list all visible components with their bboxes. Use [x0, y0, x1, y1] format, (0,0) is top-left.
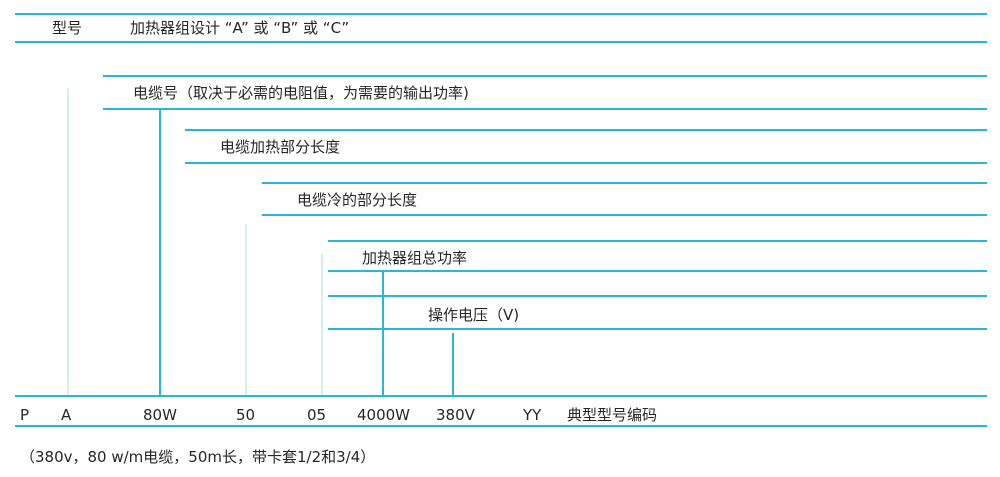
field-voltage-top-line: [328, 295, 987, 297]
connector-voltage: [452, 333, 454, 396]
example-note: （380v，80 w/m电缆，50m长，带卡套1/2和3/4）: [20, 448, 376, 466]
connector-heating-length: [245, 224, 247, 396]
code-segment-p: P: [20, 406, 30, 424]
design-options-text: 加热器组设计 “A” 或 “B” 或 “C”: [130, 19, 350, 37]
code-segment-cold-length: 05: [307, 406, 327, 424]
header-top-line: [15, 13, 987, 15]
code-segment-voltage: 380V: [436, 406, 475, 424]
connector-total-power: [382, 272, 384, 396]
model-label: 型号: [52, 19, 83, 37]
field-cable-number: 电缆号（取决于必需的电阻值，为需要的输出功率): [133, 84, 469, 102]
code-segment-heating-length: 50: [236, 406, 256, 424]
code-segment-cable: 80W: [143, 406, 177, 424]
code-row-bottom-line: [15, 425, 987, 427]
field-cable-number-bottom-line: [103, 108, 987, 110]
field-cold-length-top-line: [262, 182, 987, 184]
code-segment-yy: YY: [523, 406, 542, 424]
code-row-top-line: [15, 395, 987, 397]
connector-design: [67, 88, 69, 396]
field-cold-length: 电缆冷的部分长度: [297, 191, 418, 209]
field-heating-length-bottom-line: [185, 162, 987, 164]
connector-cable-number: [159, 110, 161, 396]
field-voltage: 操作电压（V): [428, 306, 520, 324]
field-total-power-bottom-line: [328, 270, 987, 272]
field-voltage-bottom-line: [328, 328, 987, 330]
field-heating-length: 电缆加热部分长度: [220, 138, 341, 156]
field-heating-length-top-line: [185, 129, 987, 131]
field-cold-length-bottom-line: [262, 214, 987, 216]
header-bottom-line: [15, 41, 987, 43]
field-total-power: 加热器组总功率: [362, 249, 468, 267]
field-cable-number-top-line: [103, 75, 987, 77]
connector-cold-length: [321, 254, 323, 396]
code-segment-design: A: [61, 406, 72, 424]
code-segment-power: 4000W: [357, 406, 411, 424]
field-total-power-top-line: [328, 240, 987, 242]
code-row-caption: 典型型号编码: [567, 406, 658, 424]
